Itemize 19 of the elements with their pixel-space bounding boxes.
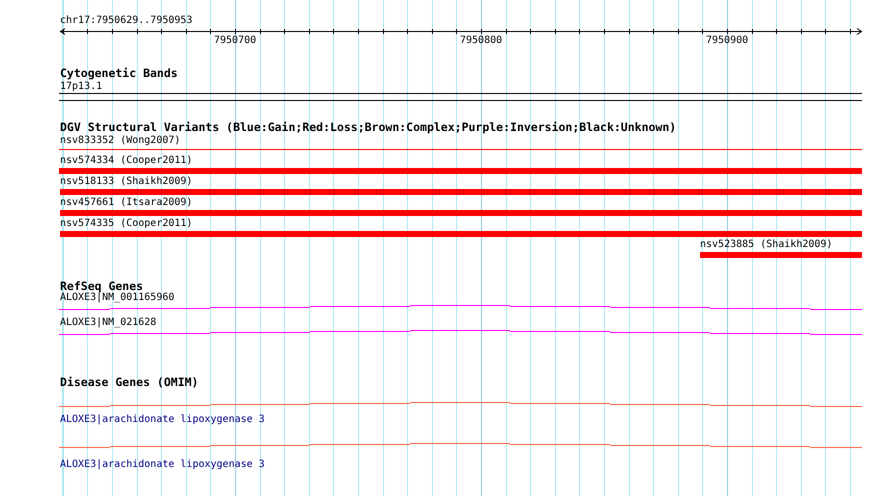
variant-label: nsv523885 (Shaikh2009) <box>700 239 832 251</box>
track-heading: DGV Structural Variants (Blue:Gain;Red:Loss;Brown:Complex;Purple:Inversion;Black:Unknown) <box>60 121 676 134</box>
track-heading: RefSeq Genes <box>60 280 144 293</box>
variant-label: nsv457661 (Itsara2009) <box>60 197 192 209</box>
variant-label: nsv518133 (Shaikh2009) <box>60 176 192 188</box>
gene-label: ALOXE3|arachidonate lipoxygenase 3 <box>60 414 265 426</box>
gene-label: ALOXE3|NM_021628 <box>60 317 156 329</box>
variant-label: nsv833352 (Wong2007) <box>60 135 180 147</box>
variant-label: nsv574335 (Cooper2011) <box>60 218 192 230</box>
track-heading: Cytogenetic Bands <box>60 67 178 80</box>
tick-label: 7950700 <box>214 35 256 47</box>
gene-label: ALOXE3|arachidonate lipoxygenase 3 <box>60 459 265 471</box>
track-heading: Disease Genes (OMIM) <box>60 376 198 389</box>
variant-label: nsv574334 (Cooper2011) <box>60 155 192 167</box>
tick-label: 7950900 <box>706 35 748 47</box>
tick-label: 7950800 <box>460 35 502 47</box>
band-label: 17p13.1 <box>60 81 102 93</box>
locus-label: chr17:7950629..7950953 <box>60 15 192 27</box>
gene-label: ALOXE3|NM_001165960 <box>60 292 174 304</box>
